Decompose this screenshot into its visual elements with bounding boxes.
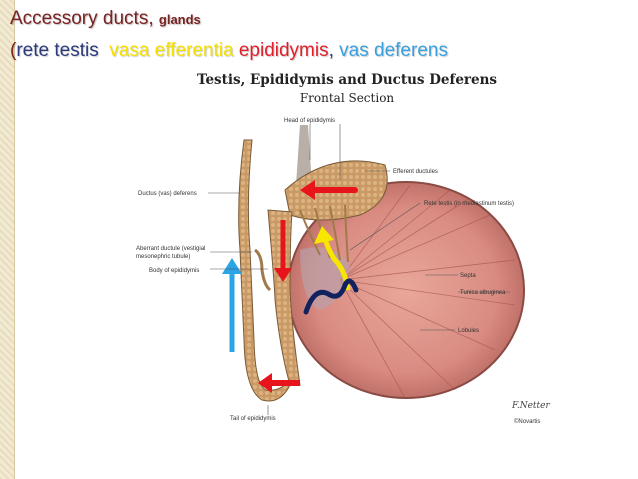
vas-deferens [238, 139, 291, 402]
label-efferent-ductules: Efferent ductules [393, 169, 438, 175]
figure-subtitle: Frontal Section [299, 91, 395, 105]
label-tunica-albuginea: Tunica albuginea [460, 290, 506, 296]
label-ductus-deferens: Ductus (vas) deferens [138, 191, 197, 197]
arrow-navy [303, 278, 359, 315]
figure-title: Testis, Epididymis and Ductus Deferens [196, 72, 498, 88]
label-aberrant-ductule-1: Aberrant ductule (vestigial [136, 246, 205, 252]
aberrant-ductule [254, 248, 272, 292]
decorative-left-band [0, 0, 14, 479]
label-lobules: Lobules [458, 328, 479, 334]
subtitle-epididymis: epididymis [238, 40, 329, 61]
subtitle-rete-testis: rete testis [16, 40, 99, 61]
arrow-yellow [322, 237, 351, 291]
spermatic-cord [296, 125, 312, 185]
arrow-blue-tip [222, 258, 242, 274]
arrow-red-head-tip [300, 180, 315, 200]
testis-septa-lines [339, 184, 516, 399]
slide-subtitle: (rete testis vasa efferentia epididymis,… [10, 40, 448, 62]
label-body-of-epididymis: Body of epididymis [149, 268, 199, 274]
slide-title: Accessory ducts, glands [10, 8, 201, 30]
slide-title-small: glands [158, 12, 201, 27]
netter-signature: F.Netter [511, 401, 550, 411]
label-aberrant-ductule-2: mesonephric tubule) [136, 254, 190, 260]
arrow-red-tail-tip [258, 373, 272, 393]
label-septa: Septa [460, 273, 476, 279]
subtitle-open-paren: ( [10, 40, 17, 61]
subtitle-vas-deferens: vas deferens [339, 40, 448, 61]
subtitle-vasa-efferentia: vasa efferentia [109, 40, 234, 61]
label-head-of-epididymis: Head of epididymis [284, 118, 335, 124]
arrow-red-body-tip [274, 268, 292, 282]
label-rete-testis: Rete testis (in mediastinum testis) [424, 201, 514, 207]
netter-copyright: ©Novartis [514, 418, 540, 425]
subtitle-comma: , [328, 40, 334, 61]
leader-lines [208, 124, 510, 415]
label-tail-of-epididymis: Tail of epididymis [230, 416, 276, 422]
decorative-left-line [14, 0, 15, 479]
slide-title-main: Accessory ducts, [10, 8, 159, 29]
arrow-yellow-tip [314, 226, 334, 244]
